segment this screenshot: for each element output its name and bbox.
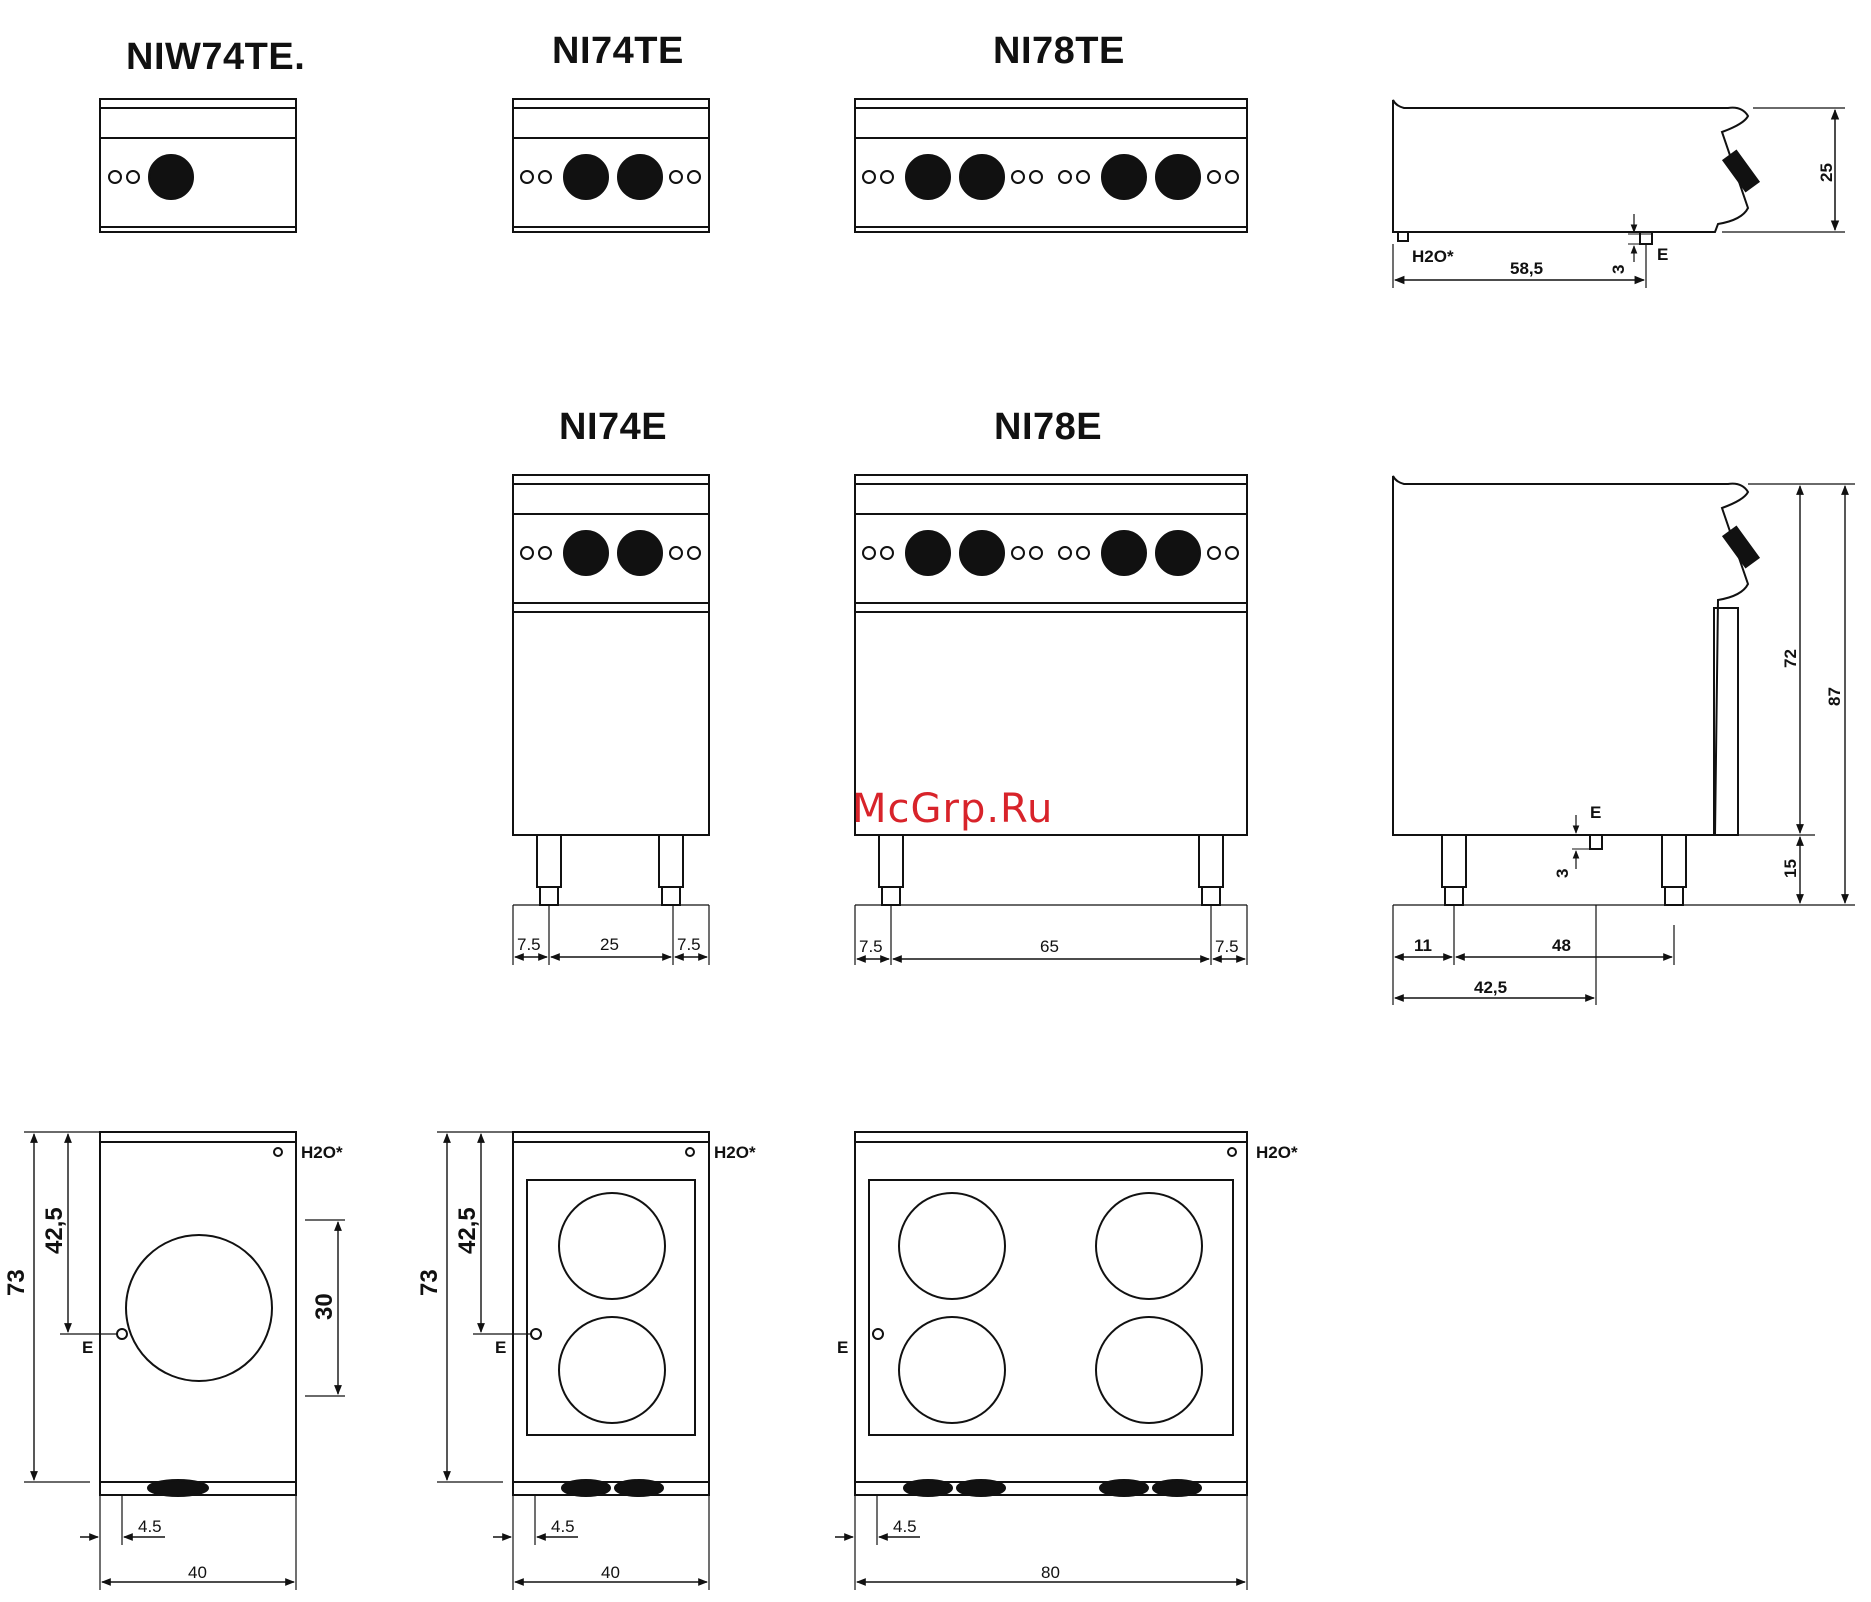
label-e-side-top: E bbox=[1657, 245, 1668, 264]
label-h2o-side-top: H2O* bbox=[1412, 247, 1454, 266]
dim-plan1-offset-4-5: 4.5 bbox=[138, 1517, 162, 1536]
dim-depth-58-5: 58,5 bbox=[1510, 259, 1543, 278]
dim-plan2-width-40: 40 bbox=[601, 1563, 620, 1582]
label-plan3-e: E bbox=[837, 1338, 848, 1357]
label-plan1-e: E bbox=[82, 1338, 93, 1357]
dim-ni74e-right: 7.5 bbox=[677, 935, 701, 954]
dim-plan1-width-40: 40 bbox=[188, 1563, 207, 1582]
dim-e-offset-42-5: 42,5 bbox=[1474, 978, 1507, 997]
front-view-ni74e bbox=[513, 475, 709, 965]
front-view-ni78e bbox=[855, 475, 1247, 965]
dim-ni78e-right: 7.5 bbox=[1215, 937, 1239, 956]
plan-view-niw74te bbox=[24, 1132, 345, 1590]
side-view-full-unit bbox=[1393, 476, 1855, 1005]
watermark-text: McGrp.Ru bbox=[852, 786, 1053, 832]
dim-plan2-offset-4-5: 4.5 bbox=[551, 1517, 575, 1536]
dim-plan2-depth-73: 73 bbox=[416, 1269, 443, 1296]
dim-leg-offset-11: 11 bbox=[1414, 936, 1432, 955]
dim-total-height-87: 87 bbox=[1825, 687, 1844, 706]
dim-leg-span-48: 48 bbox=[1552, 936, 1571, 955]
dim-side-gap-3: 3 bbox=[1553, 869, 1572, 878]
dim-plan1-zone-30: 30 bbox=[311, 1293, 338, 1320]
dim-height-25: 25 bbox=[1817, 163, 1836, 182]
dim-plan2-e-42-5: 42,5 bbox=[454, 1207, 481, 1254]
dim-ni78e-mid: 65 bbox=[1040, 937, 1059, 956]
front-view-ni74te bbox=[513, 99, 709, 232]
label-e-side-full: E bbox=[1590, 803, 1601, 822]
label-plan2-e: E bbox=[495, 1338, 506, 1357]
dim-plan3-width-80: 80 bbox=[1041, 1563, 1060, 1582]
dim-body-height-72: 72 bbox=[1781, 649, 1800, 668]
label-plan2-h2o: H2O* bbox=[714, 1143, 756, 1162]
label-plan1-h2o: H2O* bbox=[301, 1143, 343, 1162]
dim-ni74e-left: 7.5 bbox=[517, 935, 541, 954]
dim-plan3-offset-4-5: 4.5 bbox=[893, 1517, 917, 1536]
dim-plan1-e-42-5: 42,5 bbox=[41, 1207, 68, 1254]
dim-ni74e-mid: 25 bbox=[600, 935, 619, 954]
label-plan3-h2o: H2O* bbox=[1256, 1143, 1298, 1162]
dim-ni78e-left: 7.5 bbox=[859, 937, 883, 956]
front-view-niw74te bbox=[100, 99, 296, 232]
side-view-top-unit bbox=[1393, 100, 1845, 288]
dim-leg-height-15: 15 bbox=[1781, 859, 1800, 878]
dim-plan1-depth-73: 73 bbox=[3, 1269, 30, 1296]
front-view-ni78te bbox=[855, 99, 1247, 232]
dim-gap-3: 3 bbox=[1609, 265, 1628, 274]
